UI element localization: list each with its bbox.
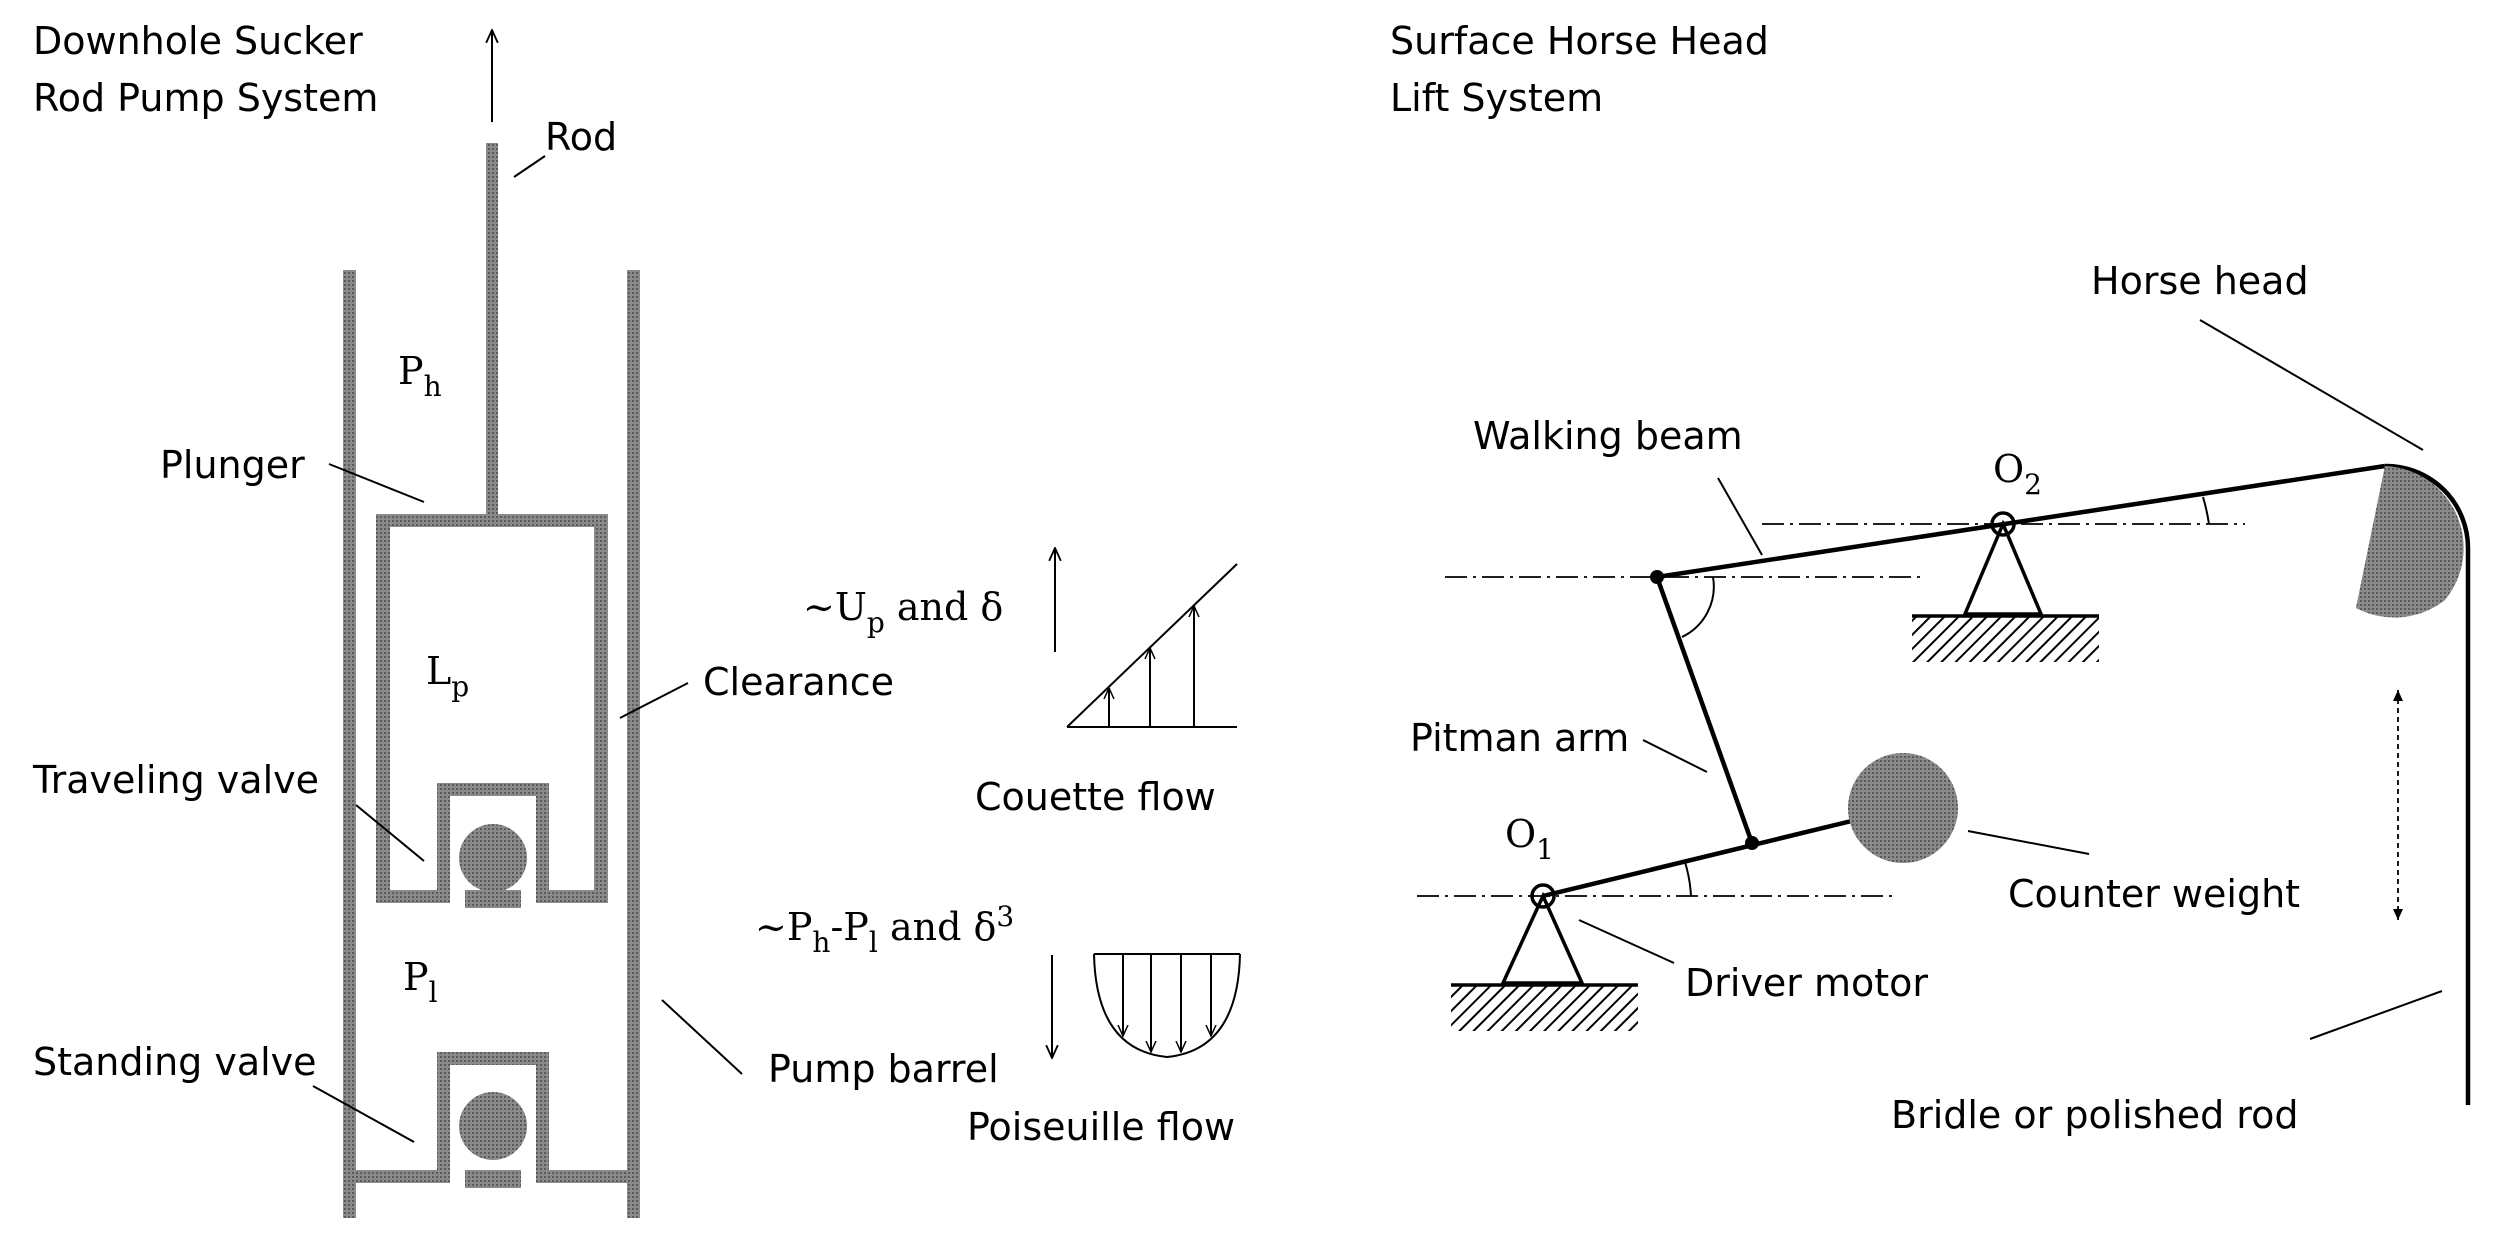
poiseuille-profile (1093, 953, 1241, 1059)
counter-weight-label: Counter weight (2008, 872, 2300, 916)
couette-label: Couette flow (975, 775, 1216, 819)
pitman-arm-label: Pitman arm (1410, 716, 1629, 760)
o1-support (1500, 891, 1585, 985)
left-title-line2: Rod Pump System (33, 76, 378, 120)
horse-head-arc (2384, 463, 2471, 549)
pitman-arm (1654, 576, 1755, 844)
standing-valve-ball (459, 1092, 527, 1160)
barrel-right-wall (627, 270, 640, 1218)
o1-symbol: O1 (1505, 812, 1554, 866)
crank-arm (1542, 814, 1869, 899)
standing-valve-label: Standing valve (33, 1040, 317, 1084)
poiseuille-label: Poiseuille flow (967, 1105, 1235, 1149)
rod-label: Rod (545, 115, 617, 159)
left-panel: Downhole Sucker Rod Pump System Rod Ph L… (32, 19, 999, 1218)
walking-beam-leader (1717, 477, 1763, 556)
rod-leader (513, 155, 546, 178)
o1-pivot (1530, 883, 1556, 909)
right-panel: Surface Horse Head Lift System (1390, 19, 2471, 1137)
crank-pitman-joint (1745, 836, 1759, 850)
traveling-valve-cage (437, 783, 549, 890)
barrel-left-wall (343, 270, 356, 1218)
ph-symbol: Ph (398, 349, 442, 403)
driver-motor-leader (1578, 919, 1675, 964)
counter-weight-leader (1967, 830, 2090, 855)
standing-valve-seat (465, 1170, 521, 1188)
beam-pitman-joint (1650, 570, 1664, 584)
horse-head-leader (2199, 319, 2424, 451)
o1-ground (1451, 985, 1638, 1031)
rod (486, 143, 498, 514)
plunger-label: Plunger (160, 443, 305, 487)
bridle-label: Bridle or polished rod (1891, 1093, 2298, 1137)
o2-ground (1912, 616, 2099, 662)
pitman-arm-leader (1642, 739, 1708, 773)
couette-profile (1066, 563, 1238, 728)
pump-barrel-label: Pump barrel (768, 1047, 999, 1091)
flow-panel: ~Up and δ Couette flow ~Ph-Pl and δ3 Poi… (755, 548, 1241, 1149)
poiseuille-formula: ~Ph-Pl and δ3 (755, 900, 1014, 959)
bridle-leader (2309, 990, 2443, 1040)
walking-beam (1656, 463, 2386, 580)
pl-symbol: Pl (403, 955, 438, 1009)
o2-support (1962, 519, 2044, 616)
traveling-valve-leader (355, 804, 425, 862)
beam-angle-arc (2202, 496, 2210, 525)
standing-valve-leader (312, 1085, 415, 1143)
horse-head-fill (2356, 466, 2464, 608)
walking-beam-label: Walking beam (1473, 414, 1743, 458)
pump-barrel-leader (661, 999, 743, 1075)
counter-weight (1848, 753, 1958, 863)
plunger-leader (328, 463, 425, 503)
traveling-valve-ball (459, 824, 527, 892)
right-title-line1: Surface Horse Head (1390, 19, 1769, 63)
crank-angle-arc (1684, 861, 1692, 897)
clearance-label: Clearance (703, 660, 894, 704)
horse-head-label: Horse head (2091, 259, 2309, 303)
traveling-valve-seat (465, 890, 521, 908)
driver-motor-label: Driver motor (1685, 961, 1928, 1005)
couette-formula: ~Up and δ (803, 585, 1003, 639)
right-title-line2: Lift System (1390, 76, 1603, 120)
o2-pivot (1990, 511, 2016, 537)
o2-symbol: O2 (1993, 447, 2042, 501)
clearance-leader (619, 682, 689, 719)
left-title-line1: Downhole Sucker (33, 19, 363, 63)
traveling-valve-label: Traveling valve (32, 758, 319, 802)
lp-symbol: Lp (426, 649, 469, 703)
beam-pitman-angle-arc (1681, 576, 1715, 638)
